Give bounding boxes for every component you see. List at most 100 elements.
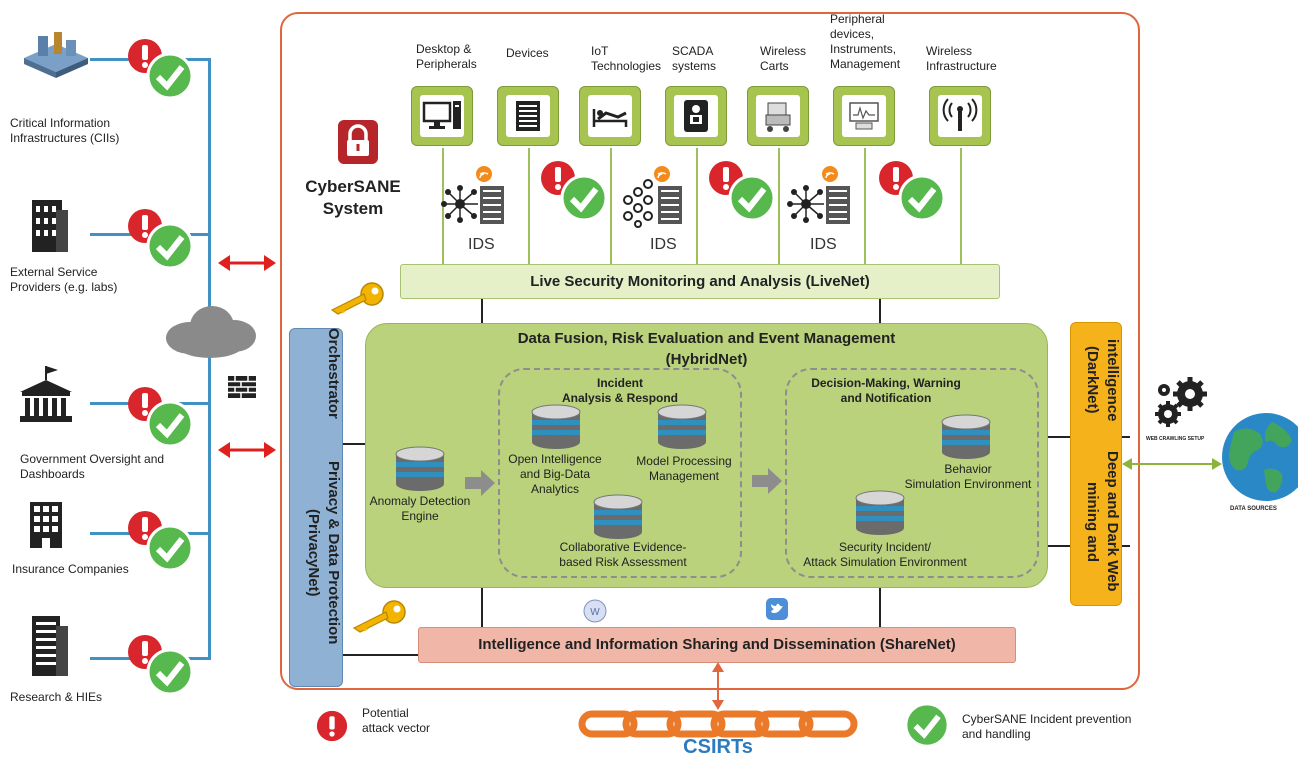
database-icon <box>657 404 707 449</box>
legend-prevention-label: CyberSANE Incident prevention and handli… <box>962 712 1162 742</box>
ids-network-icon <box>787 166 850 224</box>
collaborative-risk-label: Collaborative Evidence- based Risk Asses… <box>548 540 698 570</box>
device-box-iot <box>579 86 641 146</box>
label-line: Analysis & Respond <box>561 391 679 405</box>
connector <box>879 299 881 323</box>
label-line: Security Incident/ <box>838 540 932 554</box>
legend-alert-icon <box>316 710 348 742</box>
check-icon <box>146 222 194 270</box>
double-arrow-icon <box>1122 458 1222 470</box>
legend-line: CyberSANE Incident prevention <box>962 712 1132 726</box>
stakeholder-label: Insurance Companies <box>12 562 129 576</box>
ids-network-icon <box>623 166 682 228</box>
research-building-icon <box>32 616 68 676</box>
device-label: SCADA systems <box>672 44 717 73</box>
label-line: Incident <box>596 376 643 390</box>
ids-label: IDS <box>468 236 495 253</box>
ids-label: IDS <box>810 236 837 253</box>
label-line: Behavior <box>944 462 992 476</box>
connector <box>1122 436 1130 438</box>
wireless-icon <box>942 98 978 131</box>
data-sources-label: DATA SOURCES <box>1230 506 1277 512</box>
hybridnet-title: Data Fusion, Risk Evaluation and Event M… <box>365 328 1048 370</box>
twitter-icon <box>766 598 788 620</box>
flow-arrow-icon <box>465 470 495 496</box>
label-line: Engine <box>401 509 439 523</box>
chain-links-icon <box>578 710 858 738</box>
connector <box>1122 545 1130 547</box>
scada-icon <box>684 100 708 132</box>
bed-icon <box>592 109 628 127</box>
privacynet-label: Privacy & Data Protection (PrivacyNet) O… <box>289 328 343 687</box>
check-icon <box>146 52 194 100</box>
connector <box>864 148 866 265</box>
connector <box>528 148 530 265</box>
device-box-scada <box>665 86 727 146</box>
label-line: Management <box>648 469 720 483</box>
incident-analysis-group <box>498 368 742 578</box>
double-arrow-icon <box>218 442 276 458</box>
database-icon <box>531 404 581 449</box>
insurance-building-icon <box>30 502 62 548</box>
stakeholder-network: Critical Information Infrastructures (CI… <box>0 0 280 762</box>
gears-icon <box>1155 377 1207 427</box>
privacynet-line: Privacy & Data Protection (PrivacyNet) <box>305 461 342 645</box>
csirts-label: CSIRTs <box>683 736 753 758</box>
key-icon <box>330 282 384 315</box>
sharenet-bar: Intelligence and Information Sharing and… <box>418 627 1016 663</box>
hybridnet-title-line: (HybridNet) <box>665 351 748 368</box>
database-icon <box>855 490 905 535</box>
flow-arrow-icon <box>752 468 782 494</box>
legend-attack-label: Potential attack vector <box>362 706 430 736</box>
model-processing-label: Model Processing Management <box>628 454 740 484</box>
darknet-panel <box>1070 322 1122 606</box>
label-line: Open Intelligence <box>508 452 602 466</box>
check-icon <box>146 524 194 572</box>
device-label: IoT Technologies <box>591 44 662 73</box>
hybridnet-title-line: Data Fusion, Risk Evaluation and Event M… <box>517 330 896 347</box>
connector <box>481 299 483 323</box>
globe-icon <box>1222 413 1298 501</box>
label-line: Simulation Environment <box>904 477 1032 491</box>
cii-building-icon <box>24 32 88 78</box>
incident-analysis-title: Incident Analysis & Respond <box>520 376 720 406</box>
legend-line: Potential <box>362 706 409 720</box>
web-crawling-label: WEB CRAWLING SETUP <box>1146 436 1205 442</box>
legend-line: attack vector <box>362 721 431 735</box>
label-line: Collaborative Evidence- <box>559 540 687 554</box>
label-line: Anomaly Detection <box>369 494 471 508</box>
label-line: Model Processing <box>636 454 732 468</box>
privacynet-panel <box>289 328 343 687</box>
check-icon <box>146 400 194 448</box>
legend-line: and handling <box>962 727 1031 741</box>
device-label: Desktop & Peripherals <box>416 42 477 71</box>
label-line: Analytics <box>530 482 580 496</box>
instrument-icon <box>849 102 879 130</box>
hybridnet-panel <box>365 323 1048 588</box>
stakeholder-label: External Service Providers (e.g. labs) <box>10 265 118 294</box>
firewall-icon <box>228 376 256 398</box>
double-arrow-icon <box>218 255 276 271</box>
database-icon <box>593 494 643 539</box>
security-incident-label: Security Incident/ Attack Simulation Env… <box>790 540 980 570</box>
stakeholder-label: Research & HIEs <box>10 690 103 704</box>
lock-icon <box>338 120 378 164</box>
decision-making-title: Decision-Making, Warning and Notificatio… <box>796 376 976 406</box>
label-line: and Big-Data <box>519 467 591 481</box>
device-label: Wireless Carts <box>760 44 807 73</box>
desktop-icon <box>422 101 461 129</box>
darknet-label: Deep and Dark Web mining and intelligenc… <box>1070 322 1122 606</box>
device-box-carts <box>747 86 809 146</box>
connector <box>481 588 483 628</box>
device-box-peripheral <box>833 86 895 146</box>
wiki-icon: W <box>583 599 607 623</box>
cart-icon <box>765 102 791 132</box>
connector <box>778 148 780 265</box>
ids-label: IDS <box>650 236 677 253</box>
device-box-devices <box>497 86 559 146</box>
network-trunk <box>208 60 211 660</box>
anomaly-detection-label: Anomaly Detection Engine <box>360 494 480 524</box>
check-icon <box>560 174 608 222</box>
device-label: Peripheral devices, Instruments, Managem… <box>830 12 901 71</box>
label-line: based Risk Assessment <box>559 555 687 569</box>
